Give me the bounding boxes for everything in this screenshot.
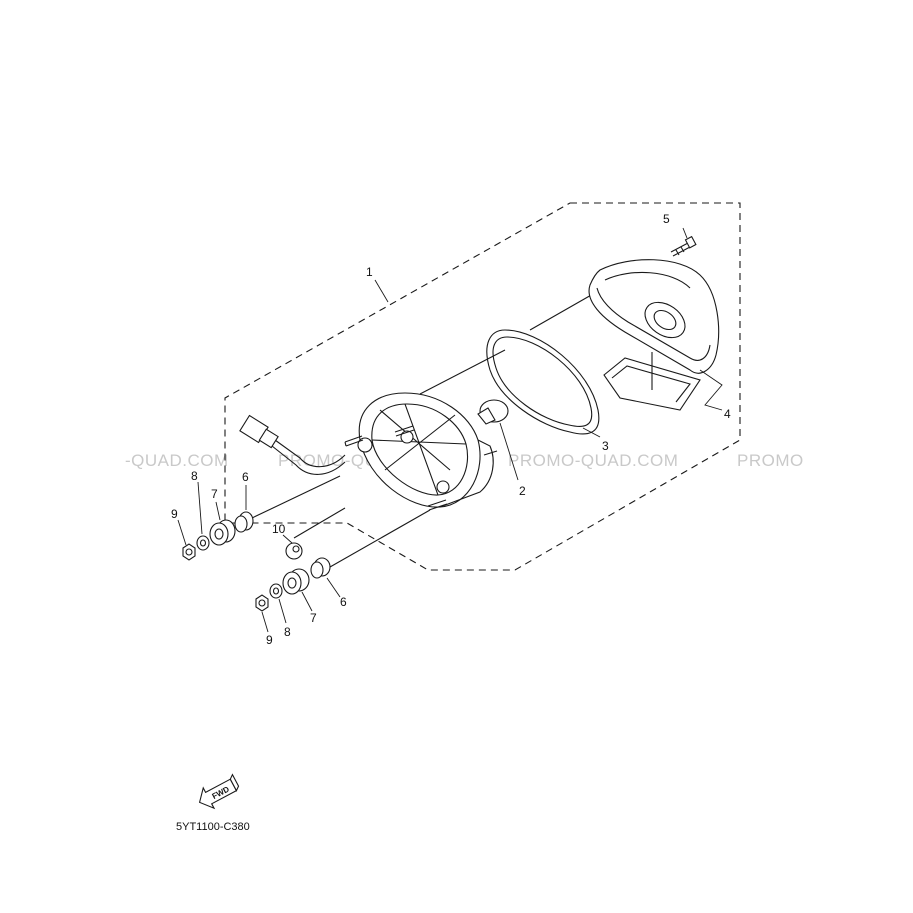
lens-gasket <box>486 329 601 438</box>
fwd-arrow-icon: FWD <box>198 773 240 810</box>
callout-6-lower: 6 <box>340 595 347 609</box>
wire-harness <box>239 414 346 475</box>
diagram-code: 5YT1100-C380 <box>176 821 250 833</box>
callout-7-lower: 7 <box>310 611 317 625</box>
callout-6-upper: 6 <box>242 470 249 484</box>
watermark-segment: -QUAD.COM <box>125 451 229 470</box>
callout-5: 5 <box>663 212 670 226</box>
callout-9-upper: 9 <box>171 507 178 521</box>
callout-3: 3 <box>602 439 609 453</box>
callout-8-lower: 8 <box>284 625 291 639</box>
fastener-stack-upper <box>177 481 254 561</box>
callout-9-lower: 9 <box>266 633 273 647</box>
mounting-studs <box>344 425 448 511</box>
lamp-housing <box>357 392 498 508</box>
callout-1: 1 <box>366 265 373 279</box>
bulb <box>477 399 519 481</box>
callout-4: 4 <box>724 407 731 421</box>
callout-8-upper: 8 <box>191 469 198 483</box>
callout-7-upper: 7 <box>211 487 218 501</box>
watermark-segment: PROMO <box>737 451 804 470</box>
lens-screw <box>670 227 697 257</box>
leader-line-1 <box>374 279 389 303</box>
assembly-axis-lines <box>251 289 601 568</box>
watermark-segment: PROMO-QUAD.COM <box>508 451 678 470</box>
callout-10: 10 <box>272 522 286 536</box>
lamp-lens <box>588 259 723 411</box>
callout-2: 2 <box>519 484 526 498</box>
fastener-stack-lower <box>255 557 341 633</box>
collar <box>282 534 303 560</box>
callout-labels: 1 2 3 4 5 6 6 7 7 8 8 9 9 10 <box>171 212 731 647</box>
